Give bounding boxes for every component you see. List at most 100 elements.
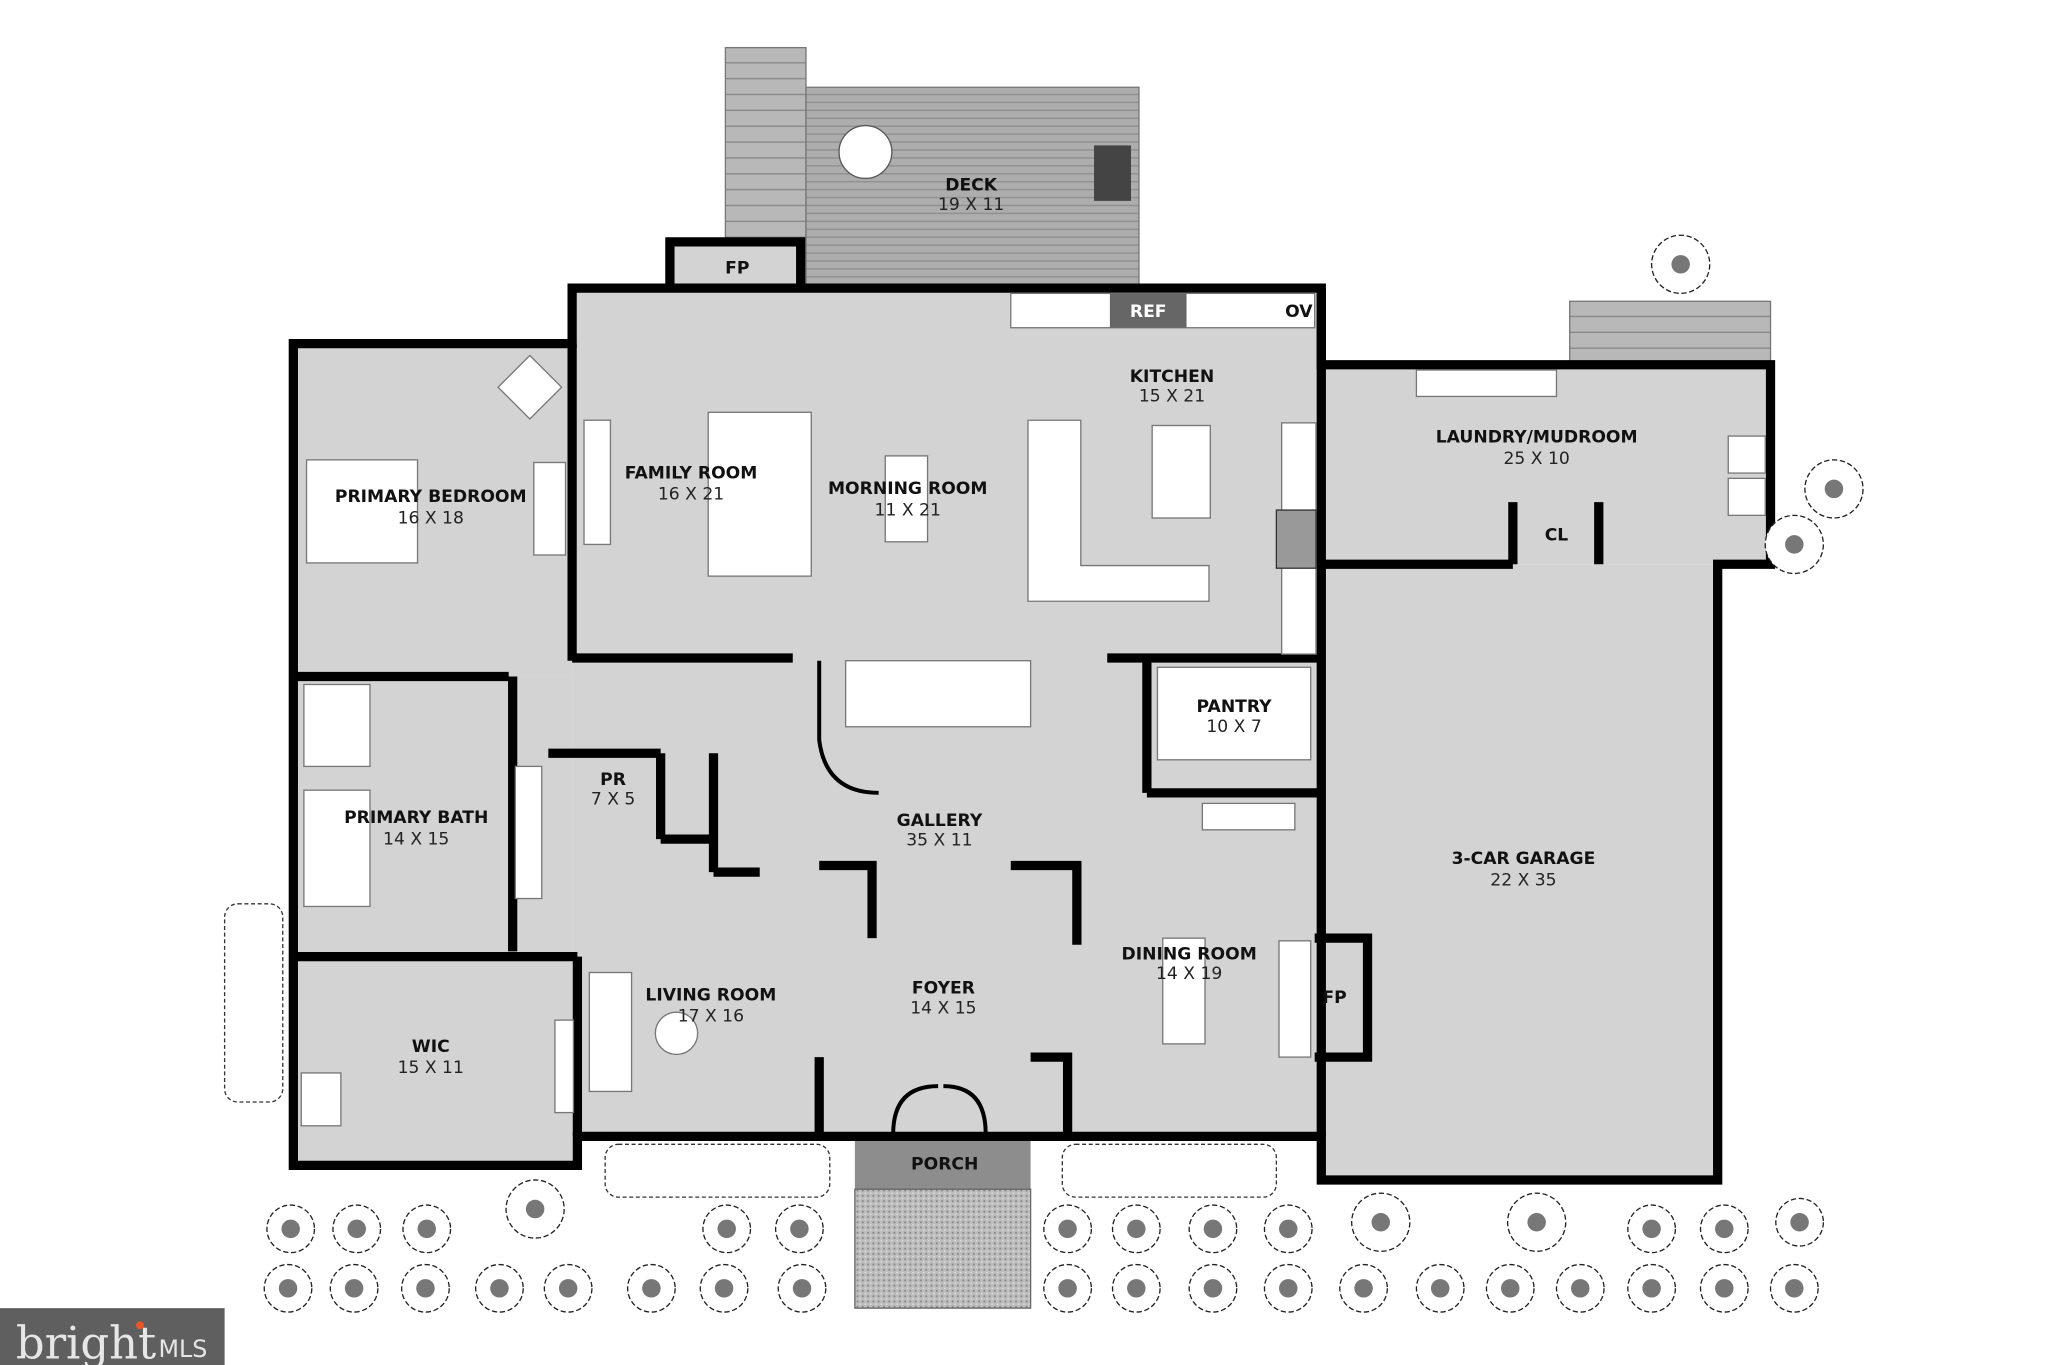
porch-floor (854, 1139, 1031, 1190)
tree-center-icon (1203, 1219, 1223, 1239)
family-room-label: FAMILY ROOM (625, 463, 758, 483)
grill-icon (1094, 145, 1132, 201)
foyer-size: 14 X 15 (910, 998, 976, 1018)
range-icon (1275, 509, 1317, 569)
main-stairs (844, 660, 1032, 728)
dining-table (1162, 937, 1206, 1045)
tree-center-icon (347, 1219, 366, 1239)
ov-label: OV (1285, 302, 1313, 322)
dining-buffet (1278, 940, 1312, 1058)
tree-center-icon (1354, 1279, 1373, 1298)
deck-size: 19 X 11 (938, 195, 1004, 215)
powder-room-label: PR (600, 770, 626, 790)
morning-room-size: 11 X 21 (875, 500, 941, 520)
tree-center-icon (1127, 1279, 1146, 1298)
living-room-size: 17 X 16 (678, 1006, 744, 1026)
hedge-right (1061, 1143, 1278, 1198)
vanity (514, 765, 543, 900)
tree-center-icon (417, 1219, 437, 1239)
tree-center-icon (1824, 479, 1844, 499)
pantry-label: PANTRY (1197, 697, 1273, 717)
tree-center-icon (1279, 1279, 1298, 1298)
logo-suffix: MLS (159, 1335, 208, 1363)
living-room-label: LIVING ROOM (645, 985, 776, 1005)
tree-center-icon (714, 1279, 734, 1298)
logo-background (0, 1308, 225, 1365)
powder-room-size: 7 X 5 (591, 790, 636, 810)
garage-floor (1321, 564, 1718, 1180)
tree-center-icon (792, 1279, 812, 1298)
tree-center-icon (281, 1219, 300, 1239)
sofa (707, 411, 812, 577)
tree-center-icon (490, 1279, 509, 1298)
tree-center-icon (278, 1279, 298, 1298)
porch-steps (854, 1188, 1032, 1309)
tree-center-icon (1430, 1279, 1450, 1298)
front-door[interactable] (891, 1084, 988, 1134)
interior-walls (293, 288, 1604, 1137)
laundry-steps (1569, 300, 1772, 366)
pantry-size: 10 X 7 (1206, 717, 1261, 737)
fp-top-floor (669, 241, 801, 289)
bath-size: 14 X 15 (383, 829, 449, 849)
wic-floor (293, 960, 578, 1166)
coffee-table (654, 1011, 699, 1056)
dining-size: 14 X 19 (1156, 964, 1222, 984)
tree-center-icon (1527, 1212, 1546, 1232)
hedge-side (223, 903, 284, 1103)
foyer-label: FOYER (912, 979, 975, 999)
bath-label: PRIMARY BATH (344, 808, 488, 828)
kitchen-label: KITCHEN (1130, 367, 1214, 387)
family-bench (583, 419, 612, 546)
tree-center-icon (1279, 1219, 1298, 1239)
washer (1727, 435, 1766, 474)
closet-label: CL (1545, 525, 1569, 545)
room-labels: DECK 19 X 11 FP REF OV KITCHEN 15 X 21 L… (335, 175, 1638, 1174)
bedroom-size: 16 X 18 (398, 508, 464, 528)
tree-center-icon (525, 1199, 545, 1219)
wic-shelf-left (300, 1072, 342, 1127)
tree-center-icon (1785, 535, 1804, 554)
tree-center-icon (344, 1279, 364, 1298)
living-sofa (588, 971, 633, 1093)
tree-center-icon (416, 1279, 435, 1298)
hedge-left (604, 1143, 831, 1198)
dining-label: DINING ROOM (1122, 944, 1257, 964)
gallery-console (1201, 802, 1296, 831)
bed (305, 459, 419, 564)
family-room-size: 16 X 21 (658, 485, 724, 505)
wic-shelf-right (554, 1019, 575, 1114)
refrigerator (1109, 293, 1187, 328)
pantry-shelf (1156, 666, 1312, 761)
tree-center-icon (1671, 255, 1690, 274)
tree-center-icon (1500, 1279, 1520, 1298)
tree-center-icon (1571, 1279, 1590, 1298)
tree-center-icon (1371, 1212, 1390, 1232)
tree-center-icon (1642, 1219, 1661, 1239)
ref-label: REF (1130, 302, 1167, 322)
tree-center-icon (1642, 1279, 1661, 1298)
garage-size: 22 X 35 (1490, 870, 1556, 890)
dresser (533, 461, 567, 556)
wic-label: WIC (412, 1037, 450, 1057)
fp-top-label: FP (725, 259, 749, 279)
tree-center-icon (790, 1219, 809, 1239)
bathtub (303, 789, 371, 908)
kitchen-size: 15 X 21 (1139, 387, 1205, 407)
tree-center-icon (1058, 1279, 1077, 1298)
deck-area (805, 86, 1140, 288)
shower (303, 683, 371, 768)
tree-center-icon (558, 1279, 578, 1298)
exterior-wall (288, 283, 1776, 1185)
dining-table-morning (884, 455, 929, 543)
stair-curve (817, 660, 879, 795)
fp-top-wall (665, 237, 806, 289)
tree-center-icon (1058, 1219, 1077, 1239)
fp-dining-label: FP (1322, 988, 1346, 1008)
dryer (1727, 477, 1766, 517)
kitchen-island (1151, 424, 1211, 519)
tree-center-icon (1785, 1279, 1804, 1298)
bright-mls-logo: bright MLS (0, 1308, 225, 1365)
deck-table (838, 124, 893, 180)
